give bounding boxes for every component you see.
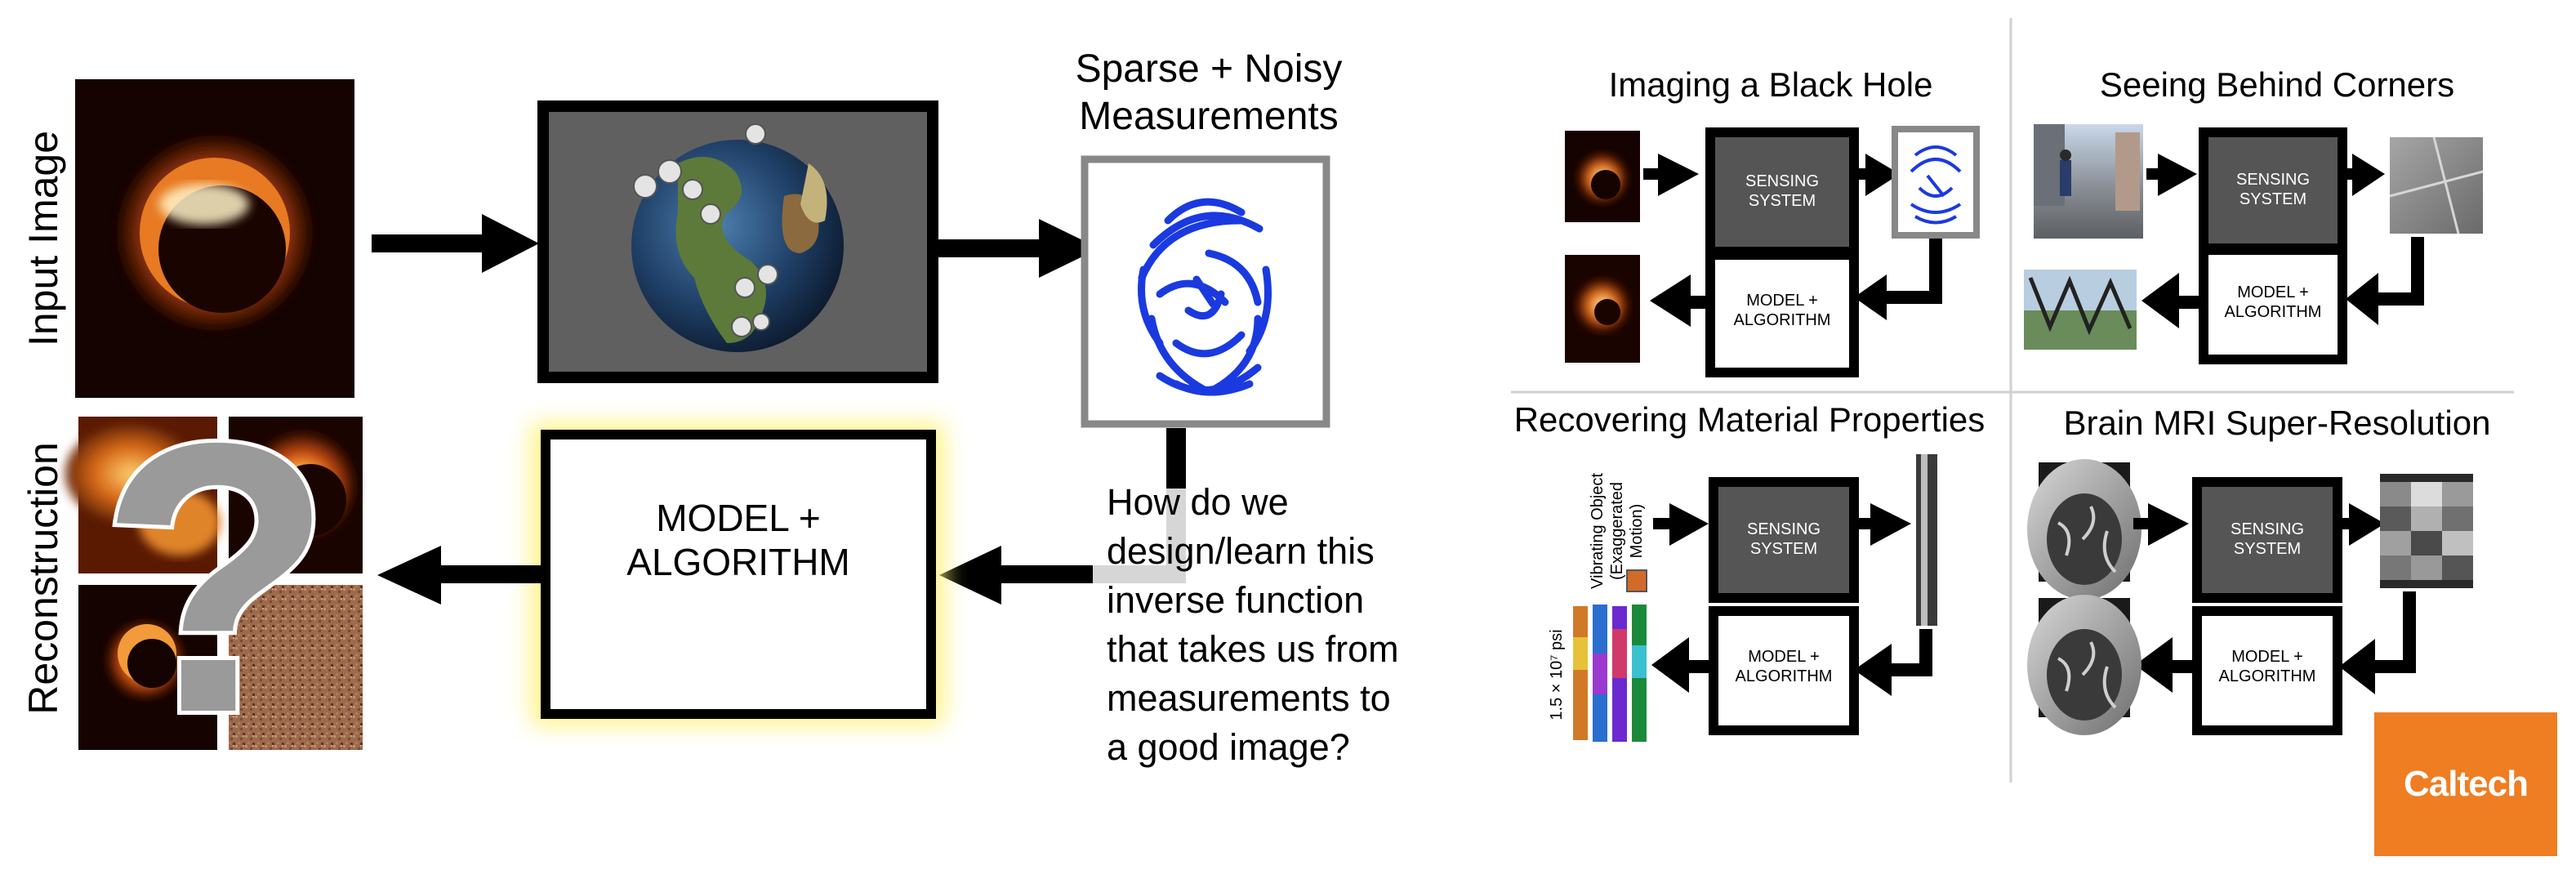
- input-black-hole-image: [75, 79, 354, 398]
- bh-return-path: [1854, 239, 1942, 320]
- main-pipeline: Input Image Sparse + Noisy Measure: [20, 47, 1399, 796]
- bh-sensing-box: [1705, 127, 1859, 257]
- corners-sensing-line1: SENSING: [2236, 171, 2310, 189]
- corners-model-line1: MODEL +: [2237, 283, 2309, 301]
- app-corners: Seeing Behind Corners SENSING SYSTEM: [2024, 65, 2484, 364]
- arrow-input-to-earth: [372, 214, 539, 273]
- corners-street-thumb: [2034, 124, 2143, 239]
- bh-sensing-line2: SYSTEM: [1749, 192, 1816, 210]
- mri-arrow-2: [2342, 503, 2385, 546]
- question-line-2: design/learn this: [1107, 530, 1375, 572]
- material-stress-bars: [1573, 605, 1647, 742]
- app-material-title: Recovering Material Properties: [1514, 400, 1985, 439]
- material-arrow-3: [1651, 637, 1712, 693]
- mri-model-box: [2192, 606, 2342, 735]
- mri-sensing-line2: SYSTEM: [2234, 540, 2301, 558]
- material-scale-label: 1.5 × 10⁷ psi: [1548, 629, 1566, 720]
- earth-telescope-box: [537, 100, 938, 383]
- bh-model-line1: MODEL +: [1746, 292, 1818, 310]
- mri-sensing-box: [2192, 477, 2342, 603]
- corners-floor-thumb: [2389, 136, 2484, 234]
- question-line-5: measurements to: [1107, 677, 1391, 719]
- arrow-measurements-to-model: [939, 546, 1093, 605]
- material-sensing-line1: SENSING: [1747, 520, 1821, 538]
- question-mark-icon: ?: [99, 364, 333, 792]
- corners-arrow-3: [2141, 273, 2200, 328]
- material-sensing-line2: SYSTEM: [1750, 540, 1817, 558]
- mri-model-line2: ALGORITHM: [2219, 667, 2316, 685]
- corners-model-line2: ALGORITHM: [2225, 303, 2322, 321]
- material-arrow-1: [1653, 503, 1709, 546]
- corners-sensing-line2: SYSTEM: [2240, 190, 2306, 208]
- input-image-label: Input Image: [20, 131, 66, 346]
- bh-measurement-thumb: [1892, 126, 1980, 239]
- bh-arrow-3: [1650, 274, 1709, 327]
- material-model-box: [1709, 606, 1859, 735]
- bh-input-thumb: [1565, 131, 1640, 222]
- question-line-1: How do we: [1107, 481, 1289, 523]
- material-object-label-3: Motion): [1628, 504, 1646, 559]
- material-return-path: [1854, 629, 1932, 696]
- material-object-label-1: Vibrating Object: [1589, 473, 1607, 589]
- bh-sensing-line1: SENSING: [1745, 172, 1819, 190]
- material-object-swatch: [1626, 569, 1647, 592]
- reconstruction-label: Reconstruction: [20, 442, 66, 715]
- app-black-hole-title: Imaging a Black Hole: [1609, 65, 1933, 104]
- recon-black-hole-image: [78, 585, 217, 750]
- corners-arrow-1: [2146, 154, 2197, 196]
- caltech-logo: Caltech: [2374, 712, 2557, 856]
- mri-output-thumb: [2027, 595, 2141, 735]
- corners-model-box: [2199, 245, 2347, 364]
- app-mri-title: Brain MRI Super-Resolution: [2064, 404, 2491, 442]
- bh-arrow-1: [1643, 154, 1699, 196]
- measurements-box: [1081, 155, 1330, 428]
- material-model-line1: MODEL +: [1748, 648, 1820, 666]
- app-black-hole: Imaging a Black Hole SENSING SYSTEM: [1565, 65, 1980, 377]
- reconstruction-grid: [65, 417, 363, 750]
- app-material: Recovering Material Properties Vibrating…: [1514, 400, 1985, 742]
- measurements-title-line2: Measurements: [1079, 95, 1338, 138]
- radio-telescope-icons: [633, 123, 778, 337]
- recon-noise-image: [229, 585, 363, 750]
- model-label-line2: ALGORITHM: [626, 541, 849, 583]
- bh-model-line2: ALGORITHM: [1734, 311, 1831, 329]
- corners-return-path: [2346, 237, 2424, 325]
- uv-coverage-plot: [1138, 198, 1272, 396]
- app-corners-title: Seeing Behind Corners: [2100, 65, 2454, 104]
- mri-sensing-line1: SENSING: [2231, 520, 2304, 538]
- bh-output-thumb: [1565, 255, 1640, 363]
- measurements-title-line1: Sparse + Noisy: [1076, 47, 1343, 91]
- bh-arrow-2: [1859, 154, 1900, 196]
- question-line-6: a good image?: [1107, 726, 1350, 768]
- mri-model-line1: MODEL +: [2231, 648, 2303, 666]
- material-object-label-2: (Exaggerated: [1608, 482, 1626, 580]
- mri-lowres-thumb: [2380, 474, 2473, 588]
- mri-input-thumb: [2027, 459, 2141, 600]
- arrow-model-to-reconstruction: [377, 546, 541, 605]
- model-label-line1: MODEL +: [656, 497, 821, 539]
- recon-ring-image: [229, 417, 363, 573]
- corners-output-thumb: [2024, 270, 2137, 350]
- mri-return-path: [2339, 591, 2416, 694]
- question-line-4: that takes us from: [1107, 628, 1399, 670]
- caltech-logo-text: Caltech: [2404, 764, 2529, 804]
- arrow-earth-to-measurements: [938, 219, 1099, 278]
- recon-blurry-image: [65, 417, 221, 573]
- material-arrow-2: [1859, 503, 1911, 546]
- material-sensing-box: [1709, 477, 1859, 603]
- material-strip-thumb: [1916, 454, 1937, 626]
- question-line-3: inverse function: [1107, 579, 1364, 621]
- mri-arrow-3: [2135, 637, 2195, 693]
- bh-model-box: [1705, 250, 1859, 377]
- material-model-line2: ALGORITHM: [1736, 667, 1833, 685]
- model-algorithm-box: [531, 423, 944, 725]
- measurements-connector: [1086, 428, 1186, 583]
- corners-arrow-2: [2347, 154, 2385, 196]
- app-mri: Brain MRI Super-Resolution SENSING SYSTE…: [2027, 404, 2490, 735]
- mri-arrow-1: [2133, 503, 2189, 546]
